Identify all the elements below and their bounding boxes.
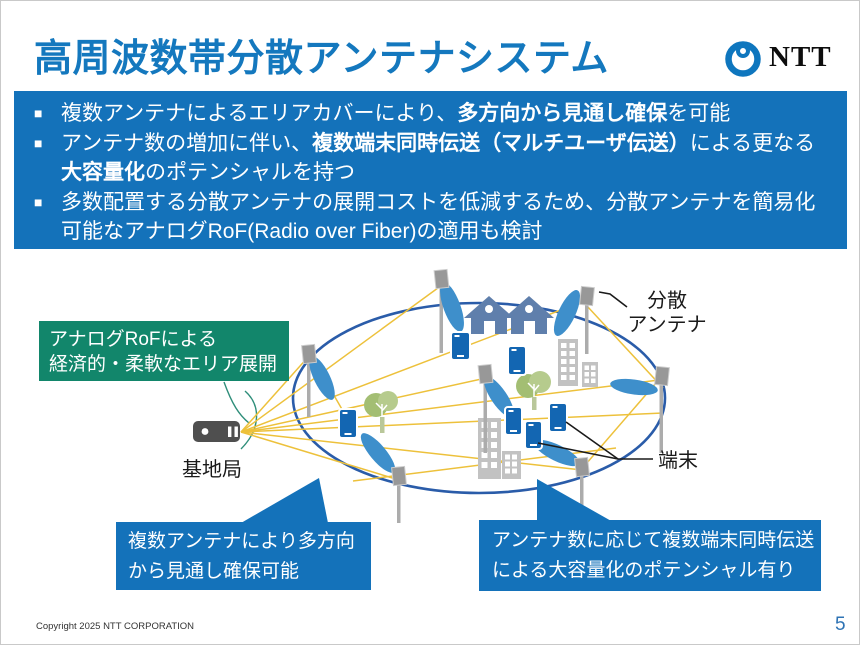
smartphone-icon (524, 420, 543, 450)
callout-multipath: 複数アンテナにより多方向 から見通し確保可能 (116, 522, 371, 590)
coverage-area-ellipse (291, 301, 667, 495)
callout-right-pointer (537, 479, 613, 522)
bullet-square-icon: ■ (34, 134, 43, 151)
smartphone-icon (504, 406, 523, 436)
rof-fiber-connector (223, 381, 258, 450)
bullet-item: ■ 多数配置する分散アンテナの展開コストを低減するため、分散アンテナを簡易化可能な… (34, 188, 833, 247)
bullet-item: ■ アンテナ数の増加に伴い、複数端末同時伝送（マルチユーザ伝送）による更なる大容量… (34, 129, 833, 188)
summary-box: ■ 複数アンテナによるエリアカバーにより、多方向から見通し確保を可能 ■ アンテナ数… (14, 91, 847, 249)
ntt-dynamic-loop-icon (725, 41, 761, 77)
distributed-antenna-icon (433, 268, 464, 353)
building-icon (558, 339, 578, 386)
distributed-antenna-icon (534, 439, 590, 517)
house-icon (504, 296, 554, 334)
bullet-item: ■ 複数アンテナによるエリアカバーにより、多方向から見通し確保を可能 (34, 99, 833, 129)
bullet-text: アンテナ数の増加に伴い、複数端末同時伝送（マルチユーザ伝送）による更なる大容量化… (61, 131, 816, 185)
page-number: 5 (835, 614, 846, 635)
terminal-label: 端末 (658, 450, 698, 472)
callout-left-pointer (241, 478, 328, 523)
distributed-antenna-icon (610, 365, 670, 453)
bullet-text: 複数アンテナによるエリアカバーにより、多方向から見通し確保を可能 (61, 102, 731, 125)
base-station-icon (193, 421, 240, 442)
distributed-antenna-icon (553, 285, 595, 354)
house-icon (464, 296, 514, 334)
building-icon (502, 451, 521, 479)
link-lines (240, 284, 664, 482)
ntt-logo: NTT (721, 34, 832, 80)
distributed-antenna-icon (301, 343, 335, 417)
smartphone-icon (338, 408, 358, 439)
copyright-text: Copyright 2025 NTT CORPORATION (36, 621, 195, 632)
distributed-antenna-icon (477, 363, 514, 453)
ntt-logo-text: NTT (769, 40, 832, 73)
smartphone-icon (507, 345, 527, 376)
distributed-antenna-label: 分散 アンテナ (627, 290, 707, 336)
smartphone-icon (548, 402, 568, 433)
base-station-label: 基地局 (182, 459, 242, 481)
distributed-antenna-icon (360, 433, 407, 523)
page-title: 高周波数帯分散アンテナシステム (34, 38, 609, 80)
building-icon (478, 418, 501, 479)
bullet-square-icon: ■ (34, 193, 43, 210)
bullet-text: 多数配置する分散アンテナの展開コストを低減するため、分散アンテナを簡易化可能なア… (61, 190, 816, 244)
smartphone-icon (450, 331, 471, 361)
building-icon (582, 362, 598, 387)
tree-icon (516, 371, 551, 410)
callout-capacity: アンテナ数に応じて複数端末同時伝送 による大容量化のポテンシャル有り (479, 520, 821, 591)
tree-icon (364, 391, 398, 433)
rof-note-box: アナログRoFによる 経済的・柔軟なエリア展開 (39, 321, 289, 381)
bullet-square-icon: ■ (34, 105, 43, 121)
